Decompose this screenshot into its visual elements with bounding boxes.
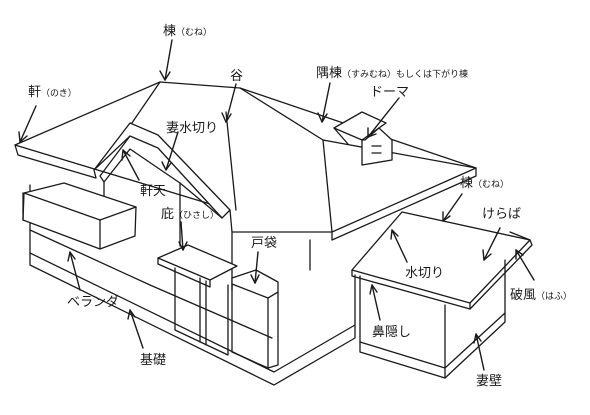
main-roof [14,81,477,241]
label-mune-text: 棟 [163,24,177,39]
label-tani-text: 谷 [230,69,244,84]
label-tsumakabe: 妻壁 [476,372,502,388]
label-tsumakabe-text: 妻壁 [476,374,503,389]
label-hafu-text: 破風 [510,288,537,303]
label-veranda: ベランダ [67,293,119,309]
label-veranda-text: ベランダ [67,295,120,310]
label-kerabaa: けらば [482,205,521,221]
label-noki-text: 軒 [28,85,42,100]
label-hafu: 破風（はふ） [510,286,572,302]
label-noki: 軒（のき） [28,83,77,99]
label-nokiten-text: 軒天 [140,184,167,199]
label-tobukuro-text: 戸袋 [251,236,278,251]
label-hanakakushi-text: 鼻隠し [372,325,412,340]
label-sumimune-text: 隅棟 [316,66,343,81]
leader-arrows [18,39,535,371]
label-tsuma-mizukiri-text: 妻水切り [166,121,219,136]
side-room [359,259,506,379]
hisashi-and-windows [157,244,279,369]
label-hanakakushi: 鼻隠し [372,323,411,339]
label-doma-text: ドーマ [370,85,410,100]
label-doma: ドーマ [370,83,409,99]
label-tani: 谷 [230,67,243,83]
veranda [22,182,137,250]
label-tobukuro: 戸袋 [251,234,277,250]
label-mune-reading: （むね） [176,28,213,38]
label-sumimune-reading: （すみむね）もしくは下がり棟 [342,70,469,80]
label-mune: 棟（むね） [163,22,212,38]
label-tsuma-mizukiri: 妻水切り [166,119,218,135]
label-hafu-reading: （はふ） [536,292,573,302]
label-kerabaa-text: けらば [482,207,522,222]
label-mizukiri: 水切り [405,264,444,280]
walls [29,184,356,386]
dormer [333,111,393,166]
label-hisashi-text: 庇 [161,207,175,222]
label-nokiten: 軒天 [140,182,166,198]
label-kiso-text: 基礎 [140,353,167,368]
label-mune-right-text: 棟 [460,176,474,191]
label-mune-right-reading: （むね） [473,180,510,190]
label-mizukiri-text: 水切り [405,266,445,281]
label-kiso: 基礎 [140,351,166,367]
label-sumimune: 隅棟（すみむね）もしくは下がり棟 [316,64,468,80]
label-mune-right: 棟（むね） [460,174,509,190]
label-noki-reading: （のき） [41,89,77,99]
label-hisashi-reading: （ひさし） [174,211,220,221]
label-hisashi: 庇（ひさし） [161,205,219,221]
